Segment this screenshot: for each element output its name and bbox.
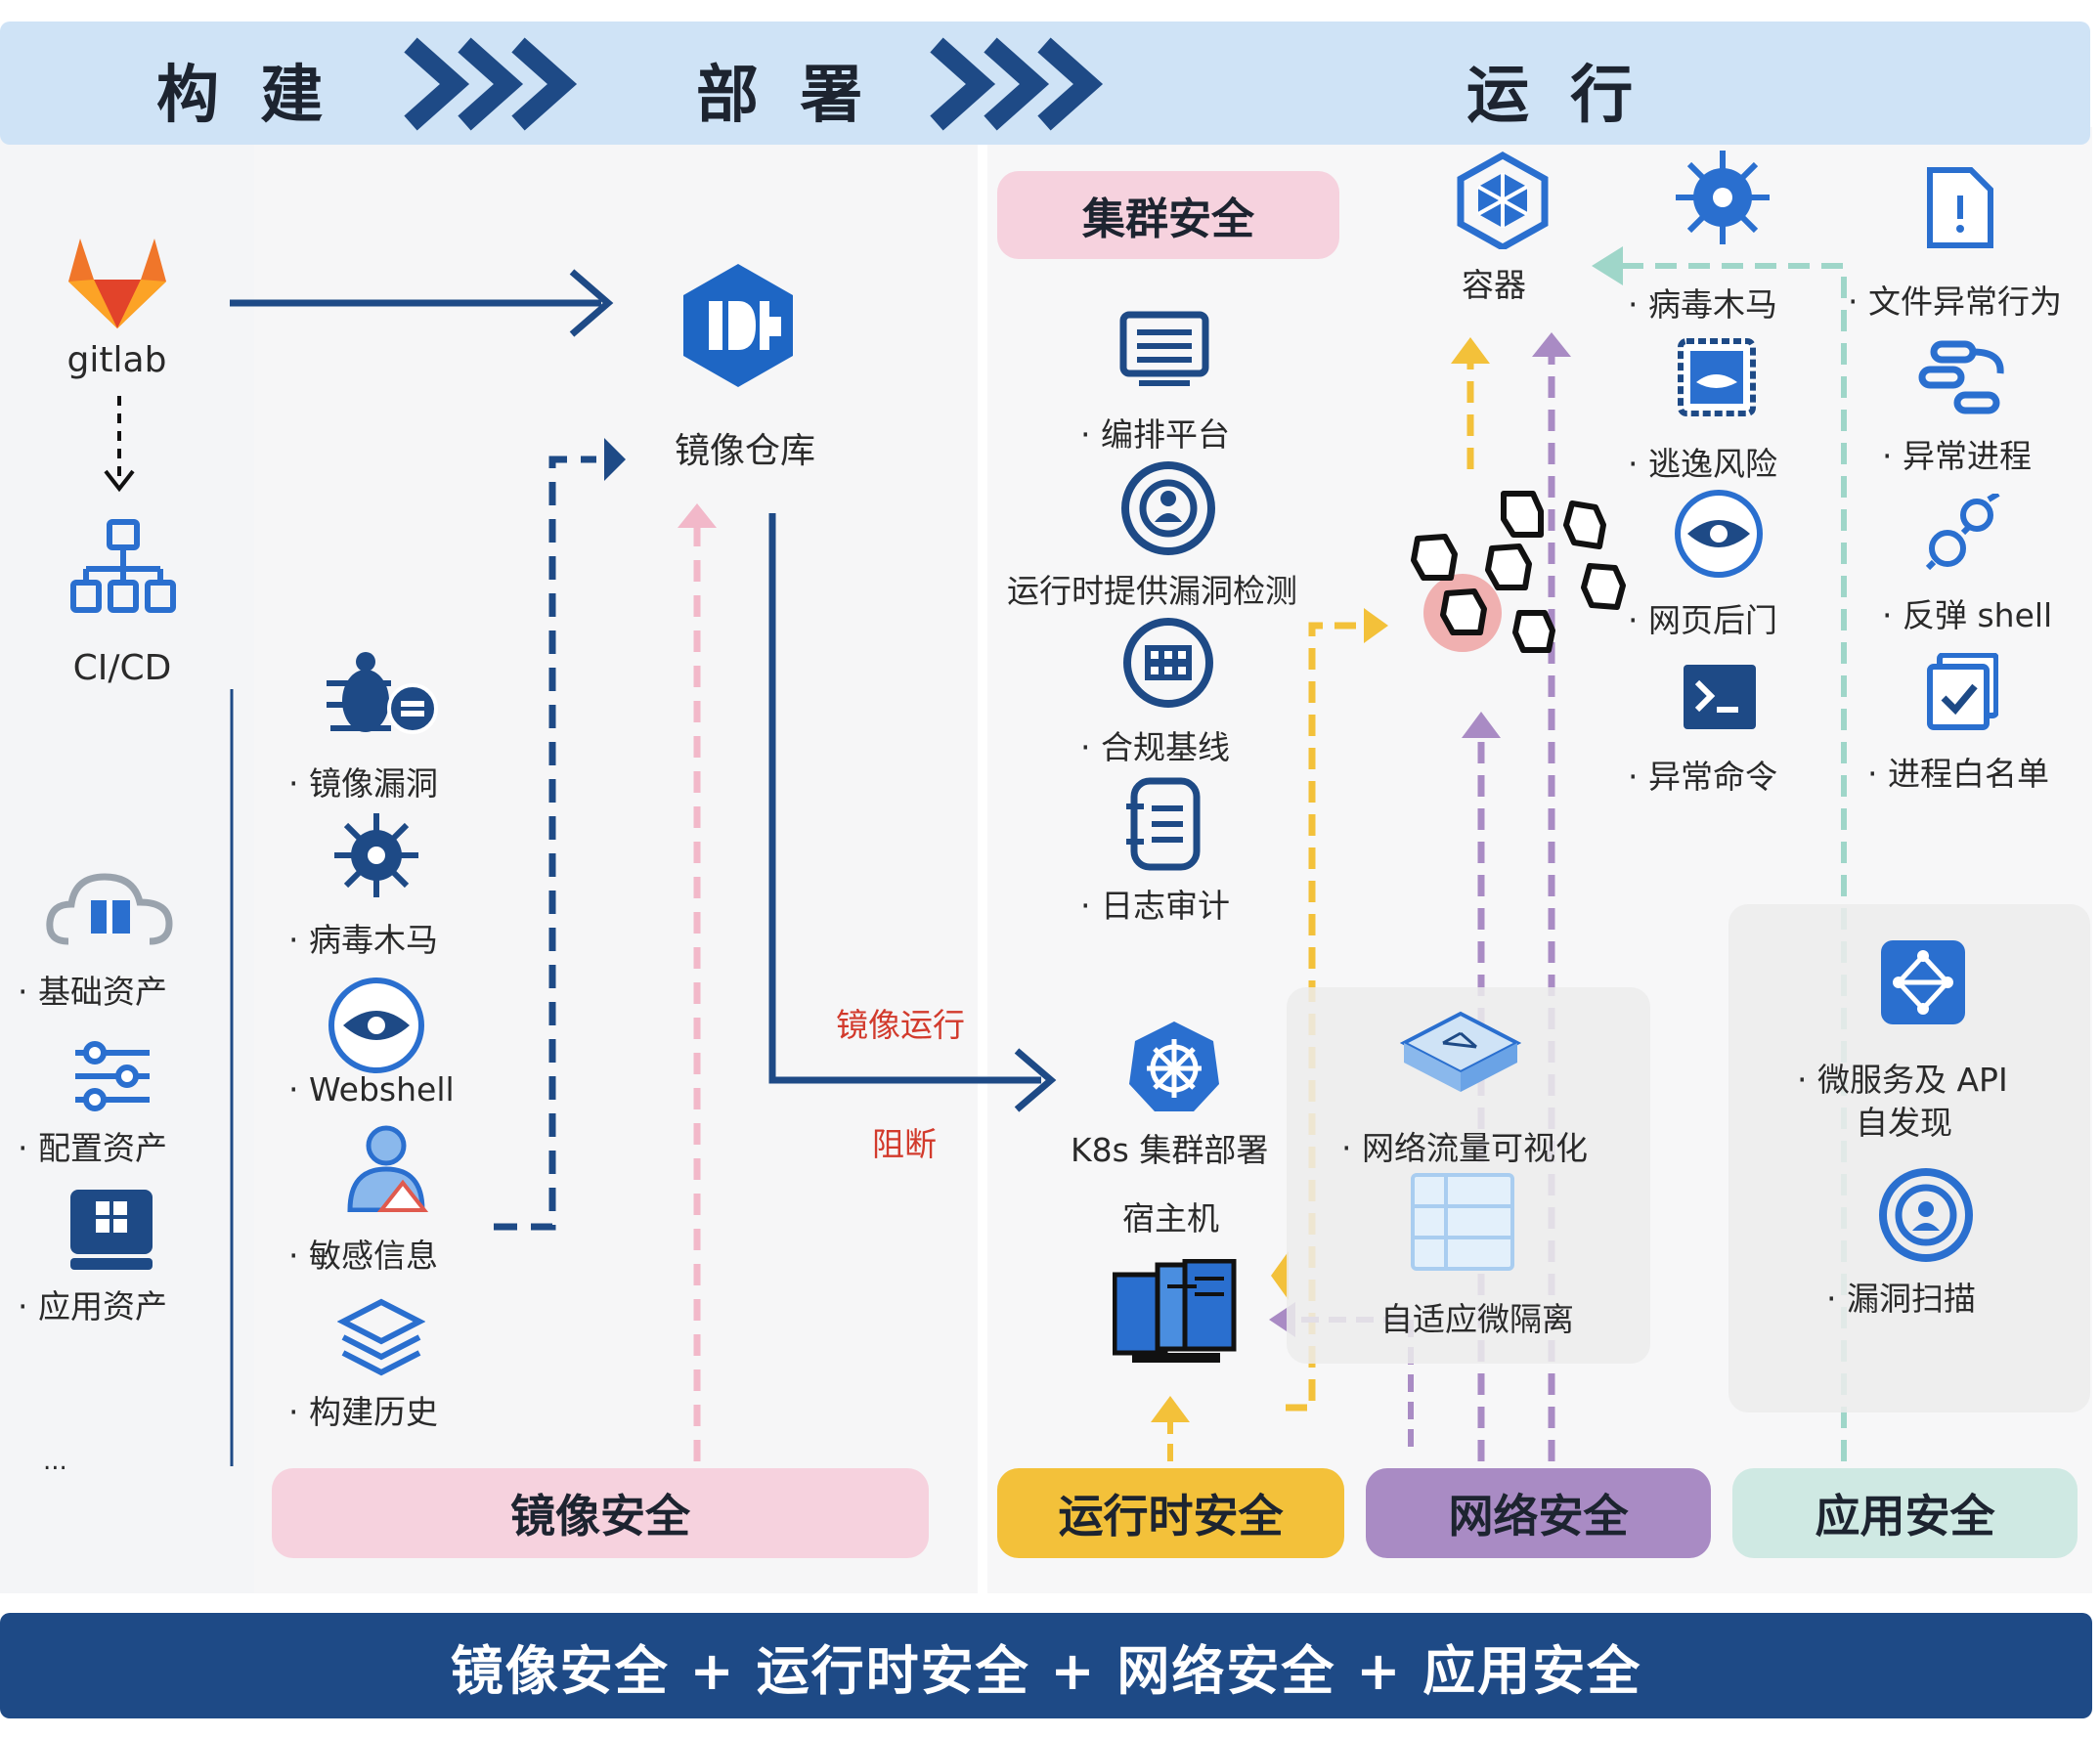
- asset-app-label: · 应用资产: [18, 1287, 167, 1325]
- app-discovery-label: 自发现: [1856, 1104, 1952, 1142]
- virus-icon: [334, 813, 418, 897]
- reverse-shell-icon: [1925, 494, 2000, 571]
- threat-escape-label: · 逃逸风险: [1628, 445, 1777, 483]
- cluster-runtime-vuln-label: 运行时提供漏洞检测: [1007, 572, 1297, 610]
- microservice-api-icon: [1881, 940, 1965, 1024]
- category-runtime-security: 运行时安全: [997, 1468, 1344, 1558]
- stage-run: 运 行: [1466, 60, 1643, 132]
- stage-build: 构 建: [156, 60, 333, 132]
- stage-deploy: 部 署: [696, 60, 873, 132]
- process-whitelist-icon: [1927, 653, 1998, 730]
- build-history-layers-icon: [337, 1298, 425, 1376]
- threat-file-behavior-label: · 文件异常行为: [1848, 282, 2062, 321]
- category-app-security: 应用安全: [1732, 1468, 2078, 1558]
- orchestration-icon: [1119, 311, 1209, 386]
- check-build-history-label: · 构建历史: [288, 1393, 438, 1431]
- compliance-baseline-icon: [1123, 618, 1213, 708]
- terminal-icon: [1684, 665, 1756, 729]
- cluster-compliance-label: · 合规基线: [1080, 728, 1230, 766]
- threat-web-backdoor-label: · 网页后门: [1628, 601, 1777, 639]
- asset-more-label: ...: [43, 1447, 67, 1476]
- cluster-log-audit-label: · 日志审计: [1080, 887, 1230, 925]
- app-grid-icon: [70, 1190, 153, 1270]
- escape-risk-icon: [1678, 338, 1756, 416]
- chevrons-icon: [404, 37, 578, 131]
- cluster-security-tag: 集群安全: [997, 171, 1339, 259]
- threat-abnormal-cmd-label: · 异常命令: [1628, 758, 1777, 796]
- gitlab-label: gitlab: [66, 340, 167, 380]
- file-alert-icon: [1927, 167, 1993, 248]
- column-bg-build: [0, 127, 254, 1593]
- flow-block-label: 阻断: [872, 1125, 937, 1163]
- micro-isolation-icon: [1411, 1173, 1514, 1271]
- threat-process-label: · 异常进程: [1882, 437, 2032, 475]
- cicd-icon: [70, 519, 176, 613]
- runtime-vuln-detect-icon: [1121, 461, 1215, 555]
- threat-virus-label: · 病毒木马: [1628, 285, 1777, 324]
- footer-summary: 镜像安全 + 运行时安全 + 网络安全 + 应用安全: [450, 1639, 1642, 1702]
- virus-icon: [1676, 151, 1770, 244]
- network-isolation-label: 自适应微隔离: [1380, 1300, 1574, 1338]
- asset-basic-label: · 基础资产: [18, 973, 167, 1011]
- threat-reverse-shell-label: · 反弹 shell: [1882, 596, 2053, 634]
- container-label: 容器: [1462, 266, 1526, 304]
- host-label: 宿主机: [1122, 1199, 1219, 1238]
- host-server-icon: [1113, 1259, 1237, 1363]
- app-vuln-scan-label: · 漏洞扫描: [1826, 1280, 1976, 1318]
- registry-icon: [683, 264, 793, 387]
- flow-image-run-label: 镜像运行: [836, 1006, 965, 1044]
- cloud-asset-icon: [46, 873, 173, 945]
- kubernetes-icon: [1129, 1021, 1219, 1111]
- category-image-security: 镜像安全: [272, 1468, 929, 1558]
- check-webshell-label: · Webshell: [288, 1070, 455, 1108]
- k8s-label: K8s 集群部署: [1071, 1131, 1269, 1169]
- traffic-visual-icon: [1400, 1011, 1521, 1092]
- vuln-scan-icon: [1879, 1168, 1973, 1262]
- container-icon: [1457, 152, 1549, 249]
- footer-bar: 镜像安全 + 运行时安全 + 网络安全 + 应用安全: [0, 1613, 2092, 1718]
- sensitive-user-icon: [347, 1125, 429, 1212]
- gitlab-icon: [68, 239, 166, 328]
- config-sliders-icon: [75, 1041, 150, 1111]
- container-cluster-icon: [1411, 491, 1626, 653]
- check-virus-label: · 病毒木马: [288, 921, 438, 959]
- chevrons-icon: [930, 37, 1104, 131]
- web-backdoor-eye-icon: [1675, 490, 1763, 578]
- app-microservice-label: · 微服务及 API: [1797, 1061, 2008, 1099]
- cicd-label: CI/CD: [72, 648, 172, 688]
- threat-whitelist-label: · 进程白名单: [1867, 755, 2049, 793]
- category-network-security: 网络安全: [1366, 1468, 1711, 1558]
- registry-label: 镜像仓库: [675, 431, 816, 471]
- abnormal-process-icon: [1918, 340, 2004, 414]
- webshell-eye-icon: [328, 978, 424, 1073]
- log-audit-icon: [1126, 777, 1201, 871]
- asset-config-label: · 配置资产: [18, 1129, 167, 1167]
- bug-icon: [327, 652, 438, 734]
- check-image-vuln-label: · 镜像漏洞: [288, 764, 438, 803]
- cluster-orchestration-label: · 编排平台: [1080, 415, 1230, 454]
- check-sensitive-label: · 敏感信息: [288, 1237, 438, 1275]
- network-traffic-label: · 网络流量可视化: [1341, 1129, 1588, 1167]
